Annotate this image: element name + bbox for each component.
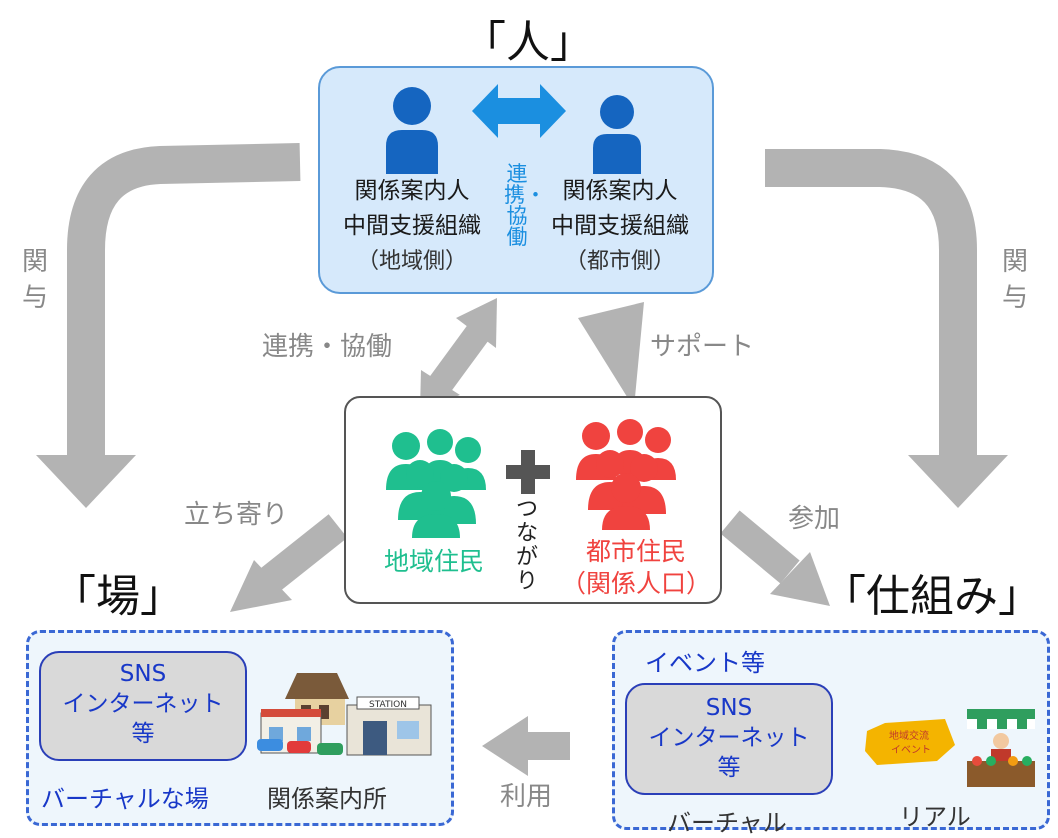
local-residents-icon [386,429,486,538]
right-org-line3: （都市側） [564,249,675,274]
virtual-place-label: バーチャルな場 [41,785,209,813]
place-sns-box: SNS インターネット 等 [39,651,247,761]
coop-label: 連携・協働 [262,332,393,362]
left-involve-label: 関与 [21,247,48,313]
left-org-line3: （地域側） [356,249,467,274]
left-involve-arrowhead [36,455,136,508]
connection-vertical-text: つながり [515,497,538,594]
virtual-label: バーチャル [667,809,787,837]
system-sns-line1: SNS [705,695,753,721]
system-box: イベント等 SNS インターネット 等 地域交流 イベント バーチャル リアル [612,630,1050,837]
participate-arrowhead [770,552,830,606]
left-involve-arrow [67,143,301,455]
urban-residents-label: 都市住民 （関係人口） [556,536,716,600]
participate-arrow-shaft [720,510,800,584]
title-people: 「人」 [462,17,594,68]
right-involve-label: 関与 [1001,247,1028,313]
people-box: 関係案内人 中間支援組織 （地域側） 連携・協働 関係案内人 中間支援組織 （都… [318,66,714,294]
urban-residents-icon [576,419,676,530]
use-arrowhead [482,716,528,776]
title-system: 「仕組み」 [822,571,1042,622]
station-sign: STATION [369,700,407,710]
event-sign-line2: イベント [891,744,931,756]
right-involve-arrowhead [908,455,1008,508]
system-sns-box: SNS インターネット 等 [625,683,833,795]
right-org-line2: 中間支援組織 [551,213,689,239]
urban-residents-line2: （関係人口） [560,569,711,598]
system-sns-line3: 等 [717,755,741,781]
plus-icon [506,450,550,494]
urban-residents-line1: 都市住民 [585,537,686,566]
support-label: サポート [650,332,755,362]
participate-label: 参加 [788,504,841,534]
event-sign-line1: 地域交流 [889,729,929,742]
local-event-icon: 地域交流 イベント [865,709,1035,787]
station-buildings-icon: STATION [257,673,432,756]
right-involve-arrow [765,149,977,455]
left-org-text: 関係案内人 中間支援組織 （地域側） [322,174,502,279]
real-label: リアル [899,803,971,831]
person-icon-left [386,87,438,174]
dropin-label: 立ち寄り [184,500,289,530]
left-org-line2: 中間支援組織 [343,213,481,239]
person-icon-right [593,95,641,174]
right-org-text: 関係案内人 中間支援組織 （都市側） [530,174,710,279]
use-label: 利用 [500,782,553,812]
place-sns-line1: SNS [119,661,167,687]
left-org-line1: 関係案内人 [354,178,470,204]
use-arrow-shaft [524,732,570,760]
residents-box: 地域住民 つながり 都市住民 （関係人口） [344,396,722,604]
double-arrow-icon [472,84,566,138]
dropin-arrow-shaft [260,514,348,592]
coop-arrowhead-up [456,298,497,348]
coop-arrow-shaft [425,322,491,398]
coop-vertical-text: 連携・協働 [504,162,546,249]
local-residents-label: 地域住民 [384,547,485,576]
place-box: SNS インターネット 等 STATION バーチャルな場 関係案内所 [26,630,454,826]
dropin-arrowhead [230,560,292,612]
place-sns-line3: 等 [131,721,155,747]
place-sns-line2: インターネット [62,691,224,717]
support-arrow [578,302,644,408]
information-office-label: 関係案内所 [267,785,387,813]
system-sns-line2: インターネット [648,725,810,751]
event-label: イベント等 [645,649,765,677]
title-place: 「場」 [52,571,184,622]
right-org-line1: 関係案内人 [562,178,678,204]
